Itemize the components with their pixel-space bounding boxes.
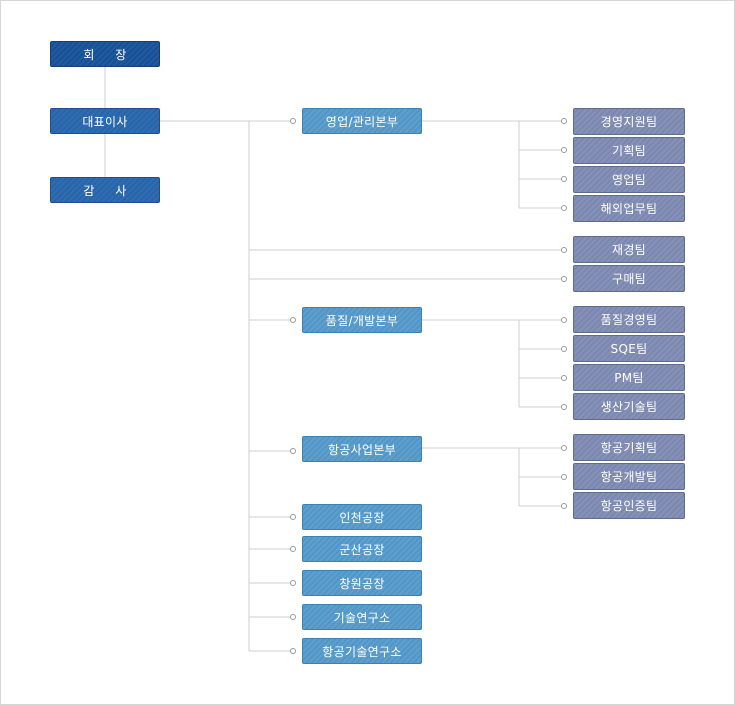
team-planning: 기획팀 [573, 137, 685, 164]
team-finance: 재경팀 [573, 236, 685, 263]
division-sales-management: 영업/관리본부 [302, 108, 422, 134]
ceo-box: 대표이사 [50, 108, 160, 134]
division-incheon-plant: 인천공장 [302, 504, 422, 530]
team-aero-development: 항공개발팀 [573, 463, 685, 490]
team-overseas: 해외업무팀 [573, 195, 685, 222]
division-changwon-plant: 창원공장 [302, 570, 422, 596]
team-purchasing: 구매팀 [573, 265, 685, 292]
team-management-support: 경영지원팀 [573, 108, 685, 135]
team-production-technology: 생산기술팀 [573, 393, 685, 420]
team-quality-management: 품질경영팀 [573, 306, 685, 333]
division-rnd-center: 기술연구소 [302, 604, 422, 630]
chairman-box: 회 장 [50, 41, 160, 67]
division-aerospace-business: 항공사업본부 [302, 436, 422, 462]
team-aero-certification: 항공인증팀 [573, 492, 685, 519]
division-gunsan-plant: 군산공장 [302, 536, 422, 562]
division-quality-development: 품질/개발본부 [302, 307, 422, 333]
team-sqe: SQE팀 [573, 335, 685, 362]
team-aero-planning: 항공기획팀 [573, 434, 685, 461]
auditor-box: 감 사 [50, 177, 160, 203]
division-aero-rnd-center: 항공기술연구소 [302, 638, 422, 664]
team-sales: 영업팀 [573, 166, 685, 193]
team-pm: PM팀 [573, 364, 685, 391]
